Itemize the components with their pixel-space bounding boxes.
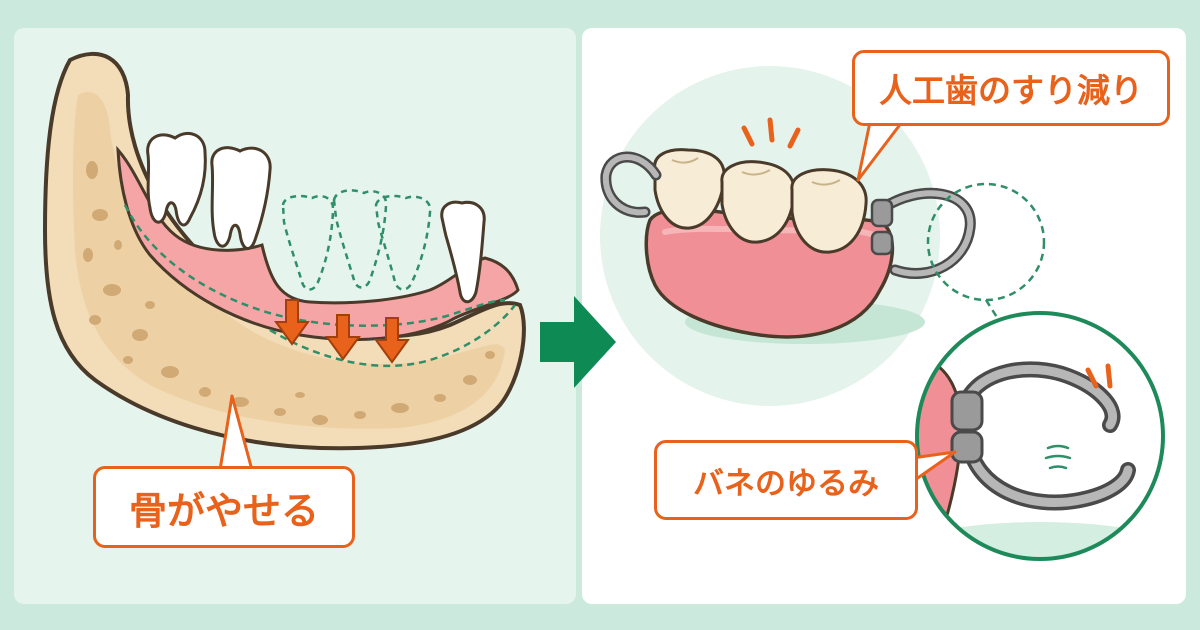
loose-mark-lines: [1085, 363, 1113, 389]
metal-clasp-illustration: [600, 151, 976, 279]
focus-connector: [984, 299, 1002, 323]
partial-denture-illustration: [600, 117, 976, 339]
shrunk-bone-line: [269, 304, 516, 368]
right-arrow-icon: [540, 296, 616, 388]
original-bone-line: [123, 204, 506, 327]
down-arrow-icon: [274, 299, 310, 346]
wobble-mark-lines: [1044, 444, 1072, 470]
magnify-circle: [915, 311, 1165, 561]
down-arrow-icon: [325, 314, 361, 361]
label-tooth-wear: 人工歯のすり減り: [852, 50, 1170, 126]
gum: [116, 145, 520, 342]
natural-teeth: [146, 132, 486, 304]
clasp-focus-circle: [926, 182, 1046, 302]
down-arrow-icon: [374, 317, 410, 364]
bone-pores: [83, 161, 495, 425]
bone-shrink-arrows: [274, 299, 410, 364]
label-spring-loosening: バネのゆるみ: [654, 440, 918, 520]
wear-mark-lines: [741, 117, 801, 149]
missing-teeth-outline: [281, 189, 432, 291]
bone-inner-shading: [73, 91, 506, 429]
jawbone-illustration: [42, 51, 526, 472]
label-bone-shrinks: 骨がやせる: [93, 466, 355, 548]
